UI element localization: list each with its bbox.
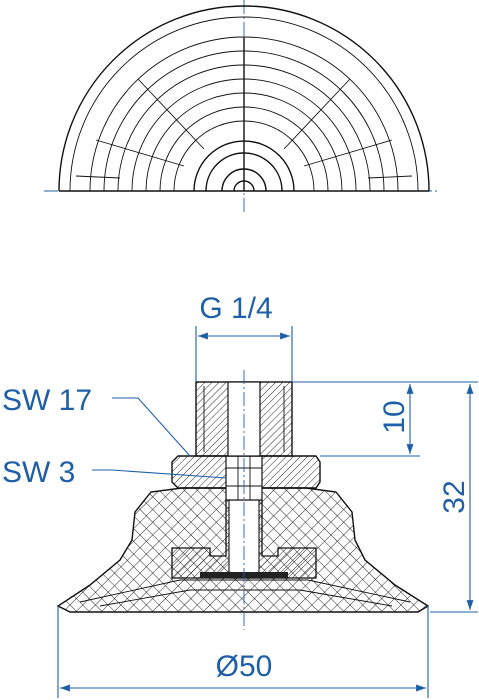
top-view-outer-arc xyxy=(58,5,430,192)
top-view xyxy=(44,0,438,212)
stem-thread-lines xyxy=(203,386,285,452)
top-view-inner-arc xyxy=(69,16,419,192)
dim-10-label: 10 xyxy=(378,400,411,433)
top-view-hub-ring-outer xyxy=(193,140,295,192)
top-view-hub-ring-inner xyxy=(221,168,267,192)
leader-sw3 xyxy=(92,469,227,479)
thread-label: G 1/4 xyxy=(199,292,272,325)
diameter-label: Ø50 xyxy=(216,650,273,683)
section-view xyxy=(56,370,430,630)
top-view-radial-slots xyxy=(75,36,413,192)
dimension-10 xyxy=(292,381,420,457)
top-view-hub-ring-mid xyxy=(205,152,283,192)
dimension-32 xyxy=(420,381,478,613)
top-view-bore xyxy=(233,180,255,192)
dimension-thread xyxy=(195,326,293,382)
sw17-label: SW 17 xyxy=(2,384,92,417)
leader-sw17 xyxy=(112,397,191,457)
dim-32-label: 32 xyxy=(438,480,471,513)
dimension-diameter xyxy=(57,606,429,698)
sw3-label: SW 3 xyxy=(2,456,75,489)
